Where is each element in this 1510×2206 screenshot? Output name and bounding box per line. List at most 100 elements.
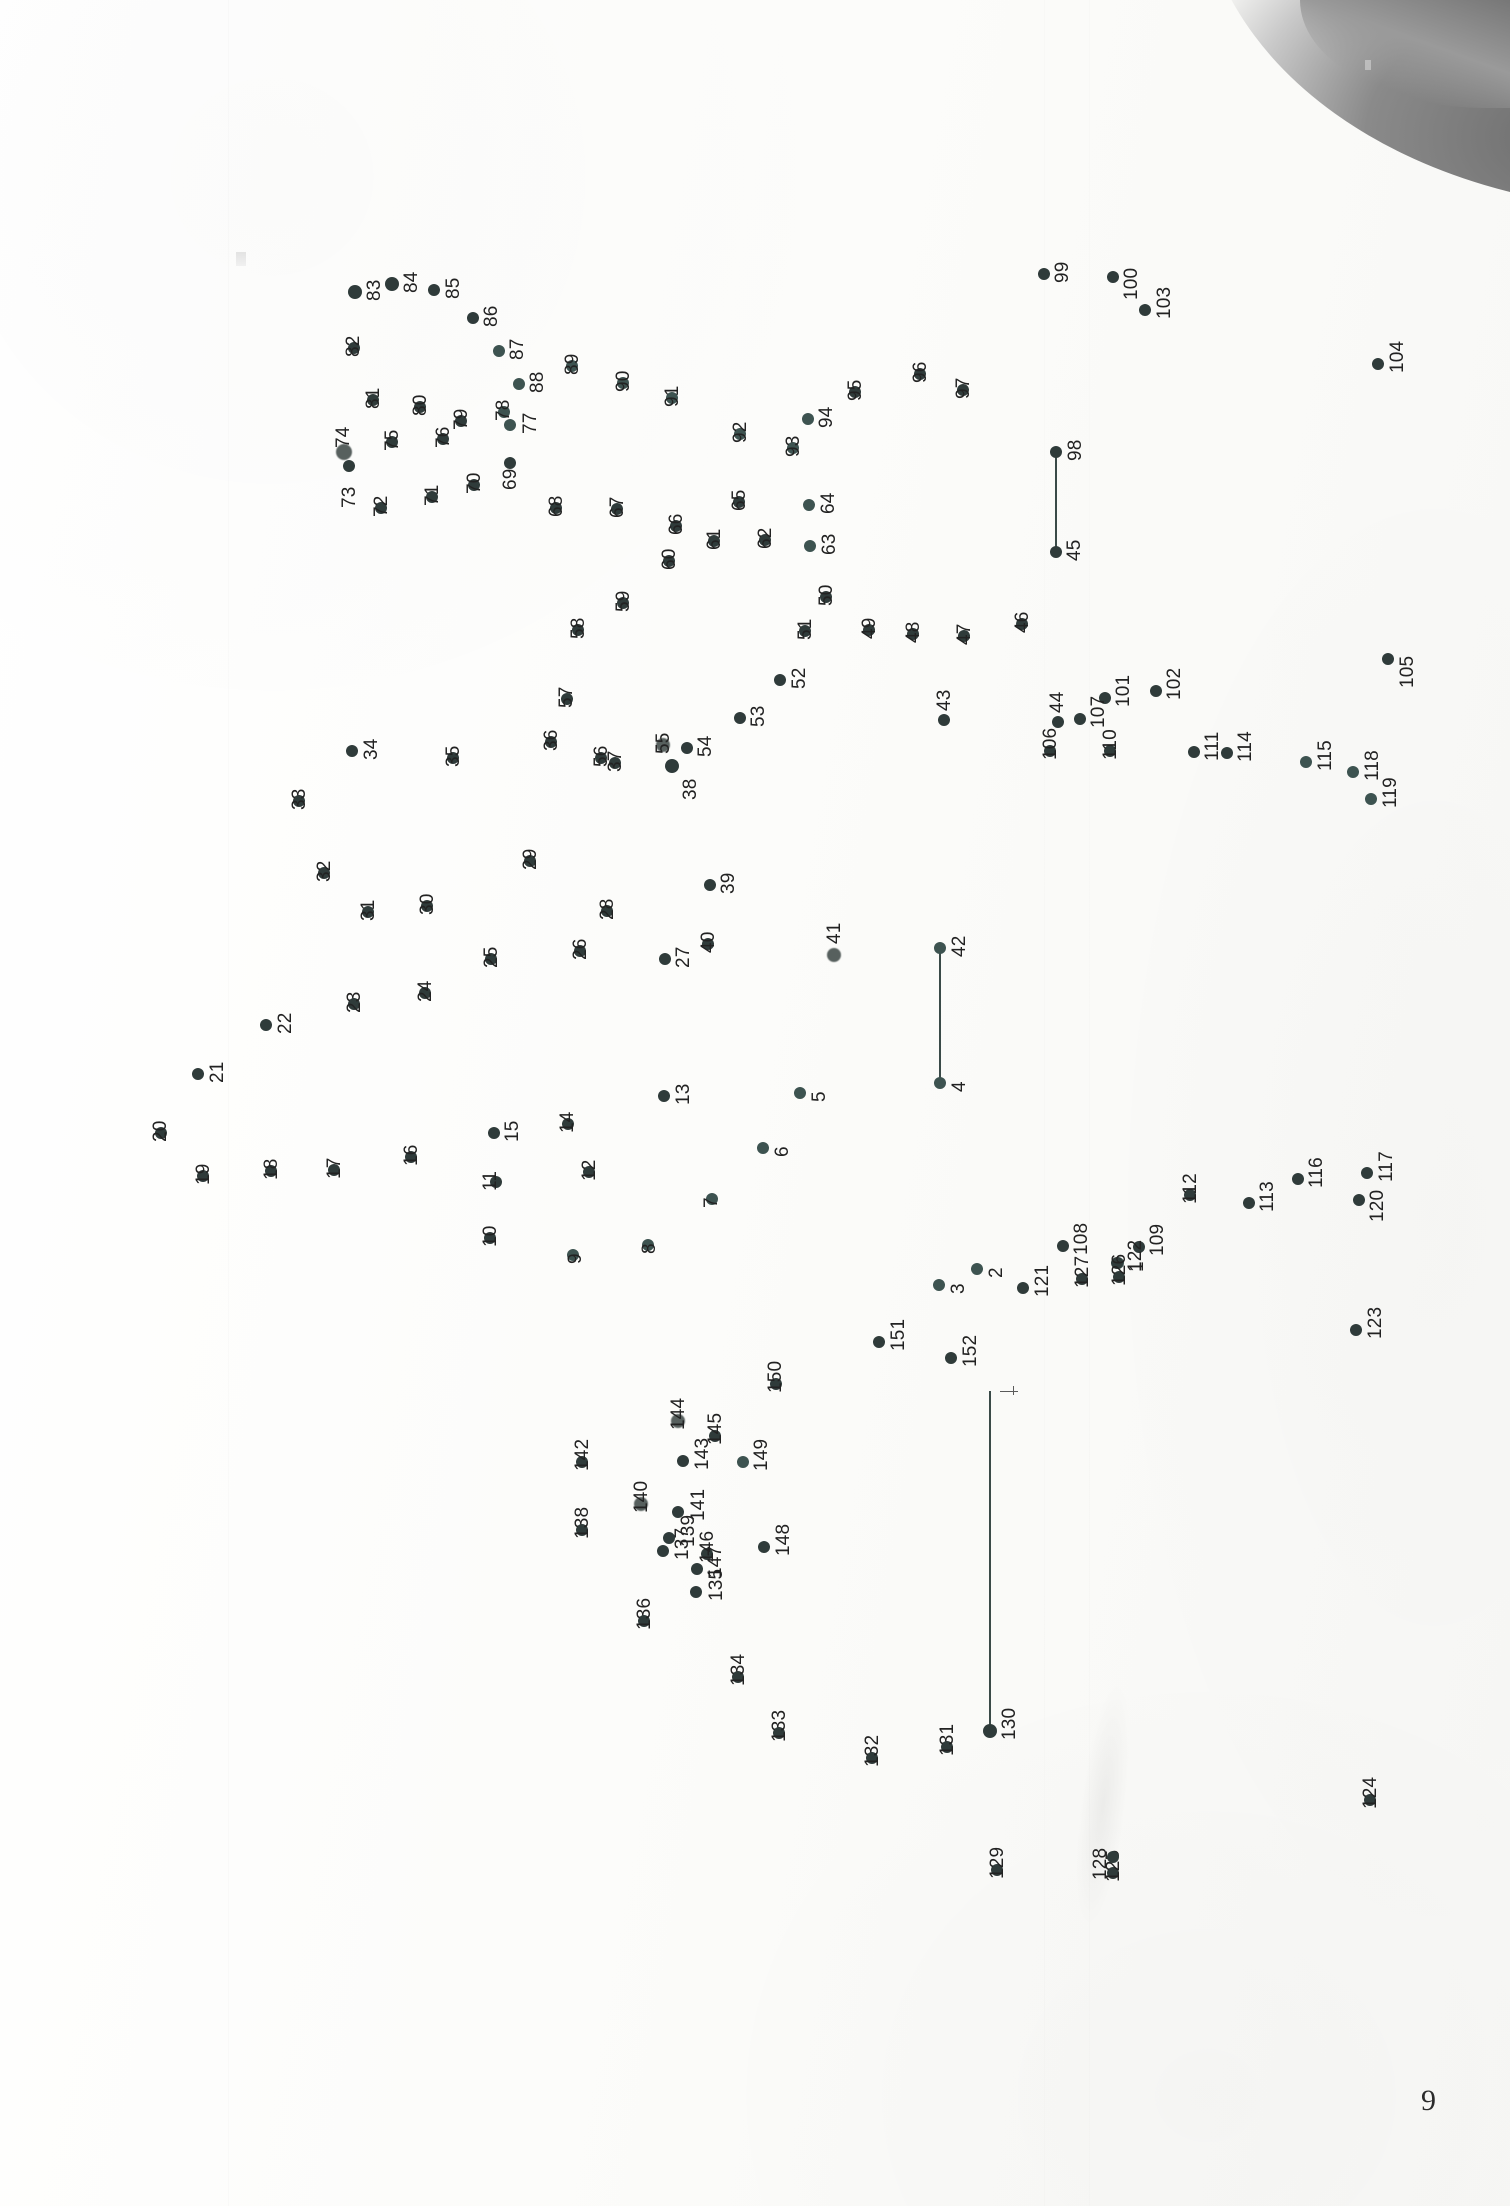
dot-120[interactable]: [1353, 1194, 1365, 1206]
dot-67[interactable]: [611, 503, 623, 515]
dot-145[interactable]: [709, 1430, 721, 1442]
dot-26[interactable]: [574, 945, 586, 957]
dot-76[interactable]: [437, 433, 449, 445]
dot-66[interactable]: [670, 520, 682, 532]
dot-142[interactable]: [576, 1456, 588, 1468]
dot-21[interactable]: [192, 1068, 204, 1080]
dot-131[interactable]: [941, 1741, 953, 1753]
dot-7[interactable]: [706, 1193, 718, 1205]
dot-140[interactable]: [634, 1497, 648, 1511]
dot-82[interactable]: [348, 342, 360, 354]
dot-81[interactable]: [367, 394, 379, 406]
dot-150[interactable]: [770, 1378, 782, 1390]
dot-17[interactable]: [328, 1164, 340, 1176]
dot-3[interactable]: [933, 1279, 945, 1291]
dot-92[interactable]: [734, 428, 746, 440]
dot-144[interactable]: [671, 1414, 685, 1428]
dot-98[interactable]: [1050, 446, 1062, 458]
dot-152[interactable]: [945, 1352, 957, 1364]
dot-18[interactable]: [265, 1165, 277, 1177]
dot-70[interactable]: [468, 479, 480, 491]
dot-30[interactable]: [421, 900, 433, 912]
dot-83[interactable]: [348, 285, 362, 299]
dot-73[interactable]: [343, 460, 355, 472]
dot-35[interactable]: [447, 752, 459, 764]
dot-115[interactable]: [1300, 756, 1312, 768]
dot-130[interactable]: [983, 1724, 997, 1738]
dot-27[interactable]: [659, 953, 671, 965]
dot-99[interactable]: [1038, 268, 1050, 280]
dot-71[interactable]: [426, 491, 438, 503]
dot-59[interactable]: [617, 597, 629, 609]
dot-32[interactable]: [318, 867, 330, 879]
dot-104[interactable]: [1372, 358, 1384, 370]
dot-29[interactable]: [524, 855, 536, 867]
dot-15[interactable]: [488, 1127, 500, 1139]
dot-103[interactable]: [1139, 304, 1151, 316]
dot-151[interactable]: [873, 1336, 885, 1348]
dot-43[interactable]: [938, 714, 950, 726]
dot-75[interactable]: [386, 436, 398, 448]
dot-50[interactable]: [820, 591, 832, 603]
dot-8[interactable]: [642, 1239, 654, 1251]
dot-5[interactable]: [794, 1087, 806, 1099]
dot-94[interactable]: [802, 413, 814, 425]
dot-149[interactable]: [737, 1456, 749, 1468]
dot-45[interactable]: [1050, 546, 1062, 558]
dot-118[interactable]: [1347, 766, 1359, 778]
dot-23[interactable]: [348, 998, 360, 1010]
dot-96[interactable]: [914, 368, 926, 380]
dot-90[interactable]: [617, 377, 629, 389]
dot-114[interactable]: [1221, 747, 1233, 759]
dot-72[interactable]: [375, 502, 387, 514]
dot-136[interactable]: [638, 1615, 650, 1627]
dot-102[interactable]: [1150, 685, 1162, 697]
dot-48[interactable]: [907, 628, 919, 640]
dot-19[interactable]: [197, 1170, 209, 1182]
dot-37[interactable]: [609, 757, 621, 769]
dot-113[interactable]: [1243, 1197, 1255, 1209]
dot-44[interactable]: [1052, 716, 1064, 728]
dot-77[interactable]: [504, 419, 516, 431]
dot-25[interactable]: [485, 953, 497, 965]
dot-39[interactable]: [704, 879, 716, 891]
dot-124[interactable]: [1364, 1794, 1376, 1806]
dot-91[interactable]: [666, 392, 678, 404]
dot-133[interactable]: [773, 1727, 785, 1739]
dot-93[interactable]: [787, 442, 799, 454]
dot-134[interactable]: [732, 1671, 744, 1683]
dot-13[interactable]: [658, 1090, 670, 1102]
dot-33[interactable]: [293, 795, 305, 807]
dot-97[interactable]: [957, 384, 969, 396]
dot-122[interactable]: [1111, 1257, 1123, 1269]
dot-16[interactable]: [405, 1151, 417, 1163]
dot-107[interactable]: [1074, 713, 1086, 725]
dot-38[interactable]: [665, 759, 679, 773]
dot-86[interactable]: [467, 312, 479, 324]
dot-88[interactable]: [513, 378, 525, 390]
dot-34[interactable]: [346, 745, 358, 757]
dot-14[interactable]: [562, 1118, 574, 1130]
dot-146[interactable]: [701, 1548, 713, 1560]
dot-40[interactable]: [702, 938, 714, 950]
dot-110[interactable]: [1104, 745, 1116, 757]
dot-105[interactable]: [1382, 653, 1394, 665]
dot-41[interactable]: [827, 948, 841, 962]
dot-55[interactable]: [656, 738, 670, 752]
dot-138[interactable]: [576, 1524, 588, 1536]
dot-127[interactable]: [1076, 1273, 1088, 1285]
dot-64[interactable]: [803, 499, 815, 511]
dot-121[interactable]: [1017, 1282, 1029, 1294]
dot-148[interactable]: [758, 1541, 770, 1553]
dot-116[interactable]: [1292, 1173, 1304, 1185]
dot-36[interactable]: [545, 736, 557, 748]
dot-58[interactable]: [572, 624, 584, 636]
dot-147[interactable]: [691, 1563, 703, 1575]
dot-57[interactable]: [561, 693, 573, 705]
dot-111[interactable]: [1188, 746, 1200, 758]
dot-63[interactable]: [804, 540, 816, 552]
dot-60[interactable]: [663, 555, 675, 567]
dot-80[interactable]: [414, 401, 426, 413]
dot-20[interactable]: [155, 1127, 167, 1139]
dot-31[interactable]: [362, 906, 374, 918]
